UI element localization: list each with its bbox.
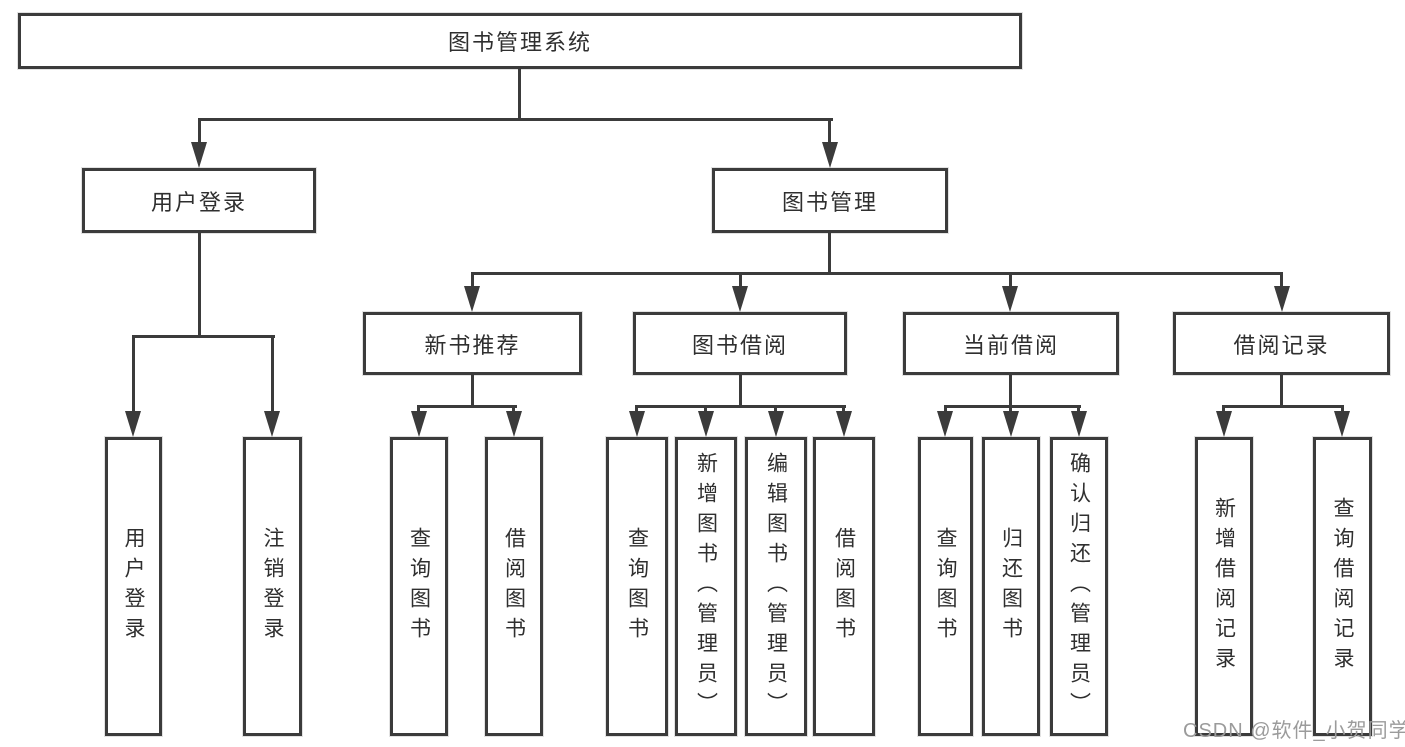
node-current-borrowing: 当前借阅	[903, 312, 1119, 375]
leaf-edit-book-admin: 编辑图书（管理员）	[745, 437, 807, 736]
arrow-down	[191, 142, 207, 168]
leaf-label: 借阅图书	[832, 526, 856, 647]
leaf-logout: 注销登录	[243, 437, 302, 736]
node-new-book-recommendation: 新书推荐	[363, 312, 582, 375]
arrow-down	[464, 286, 480, 312]
arrow-down	[1002, 286, 1018, 312]
connector-vline	[1009, 405, 1012, 415]
watermark: CSDN @软件_小贺同学	[1183, 720, 1405, 742]
arrow-down	[506, 411, 522, 437]
connector-vline	[417, 405, 420, 415]
leaf-confirm-return-admin: 确认归还（管理员）	[1050, 437, 1108, 736]
arrow-down	[768, 411, 784, 437]
connector-vline	[198, 233, 201, 337]
arrow-down	[629, 411, 645, 437]
connector-vline	[704, 405, 707, 415]
leaf-borrow-books-recommend: 借阅图书	[485, 437, 543, 736]
arrow-down	[125, 411, 141, 437]
connector-hline	[132, 335, 275, 338]
connector-vline	[944, 405, 947, 415]
arrow-down	[1071, 411, 1087, 437]
arrow-down	[732, 286, 748, 312]
arrow-down	[937, 411, 953, 437]
node-user-login: 用户登录	[82, 168, 316, 233]
connector-hline	[944, 405, 1081, 408]
connector-vline	[1077, 405, 1080, 415]
leaf-label: 查询图书	[934, 526, 957, 647]
connector-hline	[471, 272, 1283, 275]
leaf-query-books-borrowing: 查询图书	[606, 437, 668, 736]
connector-vline	[1341, 405, 1344, 415]
arrow-down	[411, 411, 427, 437]
connector-hline	[417, 405, 517, 408]
connector-hline	[1222, 405, 1344, 408]
leaf-label: 编辑图书（管理员）	[764, 451, 788, 722]
leaf-label: 新增借阅记录	[1212, 496, 1236, 677]
node-book-management: 图书管理	[712, 168, 948, 233]
connector-vline	[828, 233, 831, 275]
leaf-add-book-admin: 新增图书（管理员）	[675, 437, 737, 736]
leaf-label: 归还图书	[999, 526, 1023, 647]
connector-vline	[1280, 272, 1283, 290]
leaf-add-borrow-record: 新增借阅记录	[1195, 437, 1253, 736]
connector-vline	[1009, 375, 1012, 407]
arrow-down	[836, 411, 852, 437]
connector-hline	[635, 405, 846, 408]
leaf-borrow-books-borrowing: 借阅图书	[813, 437, 875, 736]
node-borrowing-records: 借阅记录	[1173, 312, 1390, 375]
connector-vline	[471, 375, 474, 407]
leaf-label: 确认归还（管理员）	[1067, 451, 1091, 722]
leaf-label: 用户登录	[122, 526, 145, 647]
connector-vline	[739, 272, 742, 290]
connector-vline	[518, 69, 521, 120]
connector-vline	[828, 118, 831, 148]
node-root: 图书管理系统	[18, 13, 1022, 69]
leaf-user-login: 用户登录	[105, 437, 162, 736]
connector-vline	[739, 375, 742, 407]
leaf-query-borrow-record: 查询借阅记录	[1313, 437, 1372, 736]
connector-vline	[132, 335, 135, 415]
leaf-label: 查询借阅记录	[1331, 496, 1354, 677]
leaf-query-books-current: 查询图书	[918, 437, 973, 736]
leaf-return-books: 归还图书	[982, 437, 1040, 736]
leaf-label: 查询图书	[625, 526, 649, 647]
leaf-label: 查询图书	[407, 526, 431, 647]
connector-vline	[1280, 375, 1283, 407]
leaf-label: 注销登录	[261, 526, 284, 647]
arrow-down	[698, 411, 714, 437]
leaf-label: 借阅图书	[502, 526, 526, 647]
connector-vline	[842, 405, 845, 415]
connector-vline	[635, 405, 638, 415]
connector-vline	[198, 118, 201, 148]
connector-vline	[271, 335, 274, 415]
arrow-down	[1216, 411, 1232, 437]
node-book-borrowing: 图书借阅	[633, 312, 847, 375]
connector-vline	[471, 272, 474, 290]
arrow-down	[1274, 286, 1290, 312]
connector-hline	[198, 118, 833, 121]
connector-vline	[774, 405, 777, 415]
connector-vline	[512, 405, 515, 415]
arrow-down	[1334, 411, 1350, 437]
arrow-down	[822, 142, 838, 168]
arrow-down	[264, 411, 280, 437]
connector-vline	[1009, 272, 1012, 290]
leaf-label: 新增图书（管理员）	[694, 451, 718, 722]
connector-vline	[1222, 405, 1225, 415]
arrow-down	[1003, 411, 1019, 437]
leaf-query-books-recommend: 查询图书	[390, 437, 448, 736]
